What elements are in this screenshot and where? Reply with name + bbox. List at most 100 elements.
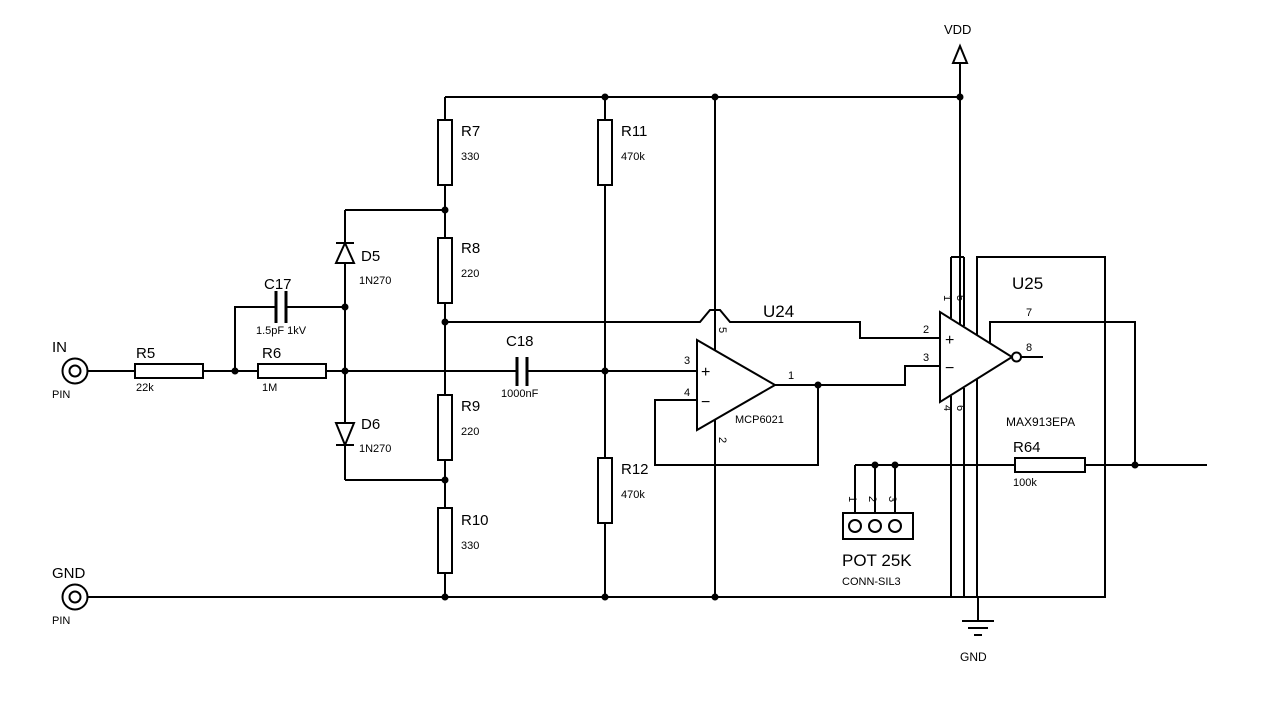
pot-pin3-label: 3: [886, 496, 898, 502]
vdd-label: VDD: [944, 22, 971, 37]
u25-pin-g4: 4: [941, 405, 953, 411]
wire-u24-output: [775, 365, 940, 386]
u24-pin-inv: 4: [684, 387, 690, 399]
c17-value: 1.5pF 1kV: [256, 325, 307, 337]
u25-pin-qbar: 8: [1026, 342, 1032, 354]
u25-ref: U25: [1012, 274, 1043, 293]
port-gnd-sublabel: PIN: [52, 615, 70, 627]
r8-ref: R8: [461, 240, 480, 257]
port-in-sublabel: PIN: [52, 389, 70, 401]
diode-d5: [334, 240, 356, 264]
pot-ref: POT 25K: [842, 551, 912, 570]
r6-ref: R6: [262, 345, 281, 362]
junction-dot: [441, 206, 449, 214]
port-in: [61, 357, 89, 385]
port-gnd-inner-circle: [68, 590, 82, 604]
comparator-u25-triangle: [939, 310, 1014, 404]
resistor-r6-body: [257, 363, 327, 379]
r12-value: 470k: [621, 489, 645, 501]
u25-pin-v1: 1: [941, 295, 953, 301]
u24-pin-vdd: 5: [716, 327, 728, 333]
wire-c17-left: [234, 306, 276, 371]
pot-pin1-label: 1: [846, 496, 858, 502]
d6-ref: D6: [361, 416, 380, 433]
r6-value: 1M: [262, 382, 277, 394]
resistor-r12-body: [597, 457, 613, 524]
d6-value: 1N270: [359, 443, 391, 455]
d5-anode-triangle: [334, 240, 356, 264]
r5-value: 22k: [136, 382, 154, 394]
u25-pin-inv: 3: [923, 352, 929, 364]
r64-ref: R64: [1013, 439, 1041, 456]
resistor-r8-body: [437, 237, 453, 304]
u25-minus-sign: −: [945, 360, 954, 377]
c17-ref: C17: [264, 276, 292, 293]
r8-value: 220: [461, 268, 479, 280]
port-gnd-label: GND: [52, 565, 86, 582]
r9-value: 220: [461, 426, 479, 438]
r11-value: 470k: [621, 151, 645, 163]
resistor-r9-body: [437, 394, 453, 461]
junction-dot: [891, 461, 899, 469]
u24-minus-sign: −: [701, 394, 710, 411]
u25-outline-box: [976, 256, 1106, 598]
junction-dot: [711, 93, 719, 101]
capacitor-c17: [274, 291, 288, 323]
junction-dot: [711, 593, 719, 601]
junction-dot: [1131, 461, 1139, 469]
gnd-label: GND: [960, 650, 987, 664]
u24-ref: U24: [763, 302, 794, 321]
junction-dot: [441, 593, 449, 601]
u25-inverting-bubble: [1011, 351, 1022, 363]
pot-pin2-label: 2: [866, 496, 878, 502]
port-in-label: IN: [52, 339, 67, 356]
junction-dot: [601, 93, 609, 101]
u24-plus-sign: +: [701, 364, 710, 381]
wires: [87, 63, 1207, 621]
d5-value: 1N270: [359, 275, 391, 287]
junction-dot: [231, 367, 239, 375]
pot-part: CONN-SIL3: [842, 576, 901, 588]
resistor-r11-body: [597, 119, 613, 186]
u25-pin-q: 7: [1026, 307, 1032, 319]
u24-part: MCP6021: [735, 414, 784, 426]
u25-part: MAX913EPA: [1006, 415, 1075, 429]
pot-connector-pad: [868, 519, 882, 533]
gnd-symbol: [962, 620, 994, 636]
junction-dot: [871, 461, 879, 469]
capacitor-c18: [515, 357, 529, 386]
r9-ref: R9: [461, 398, 480, 415]
r11-ref: R11: [621, 123, 647, 140]
u25-plus-sign: +: [945, 332, 954, 349]
port-in-inner-circle: [68, 364, 82, 378]
wire-u25-q-output: [989, 321, 1136, 465]
u25-pin-noninv: 2: [923, 324, 929, 336]
opamp-u24-triangle: [696, 338, 778, 432]
wire-midrail-to-comparator: [445, 309, 940, 339]
vdd-symbol-arrow: [951, 43, 969, 64]
pot-connector-pad: [848, 519, 862, 533]
junction-dot: [956, 93, 964, 101]
junction-dot: [441, 318, 449, 326]
r7-ref: R7: [461, 123, 480, 140]
pot-connector: [842, 512, 914, 540]
u25-pin-v5: 5: [954, 295, 966, 301]
r10-ref: R10: [461, 512, 489, 529]
junction-dot: [601, 593, 609, 601]
junction-dot: [601, 367, 609, 375]
r10-value: 330: [461, 540, 479, 552]
resistor-r7-body: [437, 119, 453, 186]
d5-ref: D5: [361, 248, 380, 265]
r12-ref: R12: [621, 461, 649, 478]
port-gnd: [61, 583, 89, 611]
d6-anode-triangle: [334, 422, 356, 448]
c18-value: 1000nF: [501, 388, 539, 400]
resistor-r10-body: [437, 507, 453, 574]
u24-pin-out: 1: [788, 370, 794, 382]
junction-dot: [341, 367, 349, 375]
u24-pin-vss: 2: [716, 437, 728, 443]
junction-dot: [814, 381, 822, 389]
junction-dots: [231, 93, 1139, 601]
